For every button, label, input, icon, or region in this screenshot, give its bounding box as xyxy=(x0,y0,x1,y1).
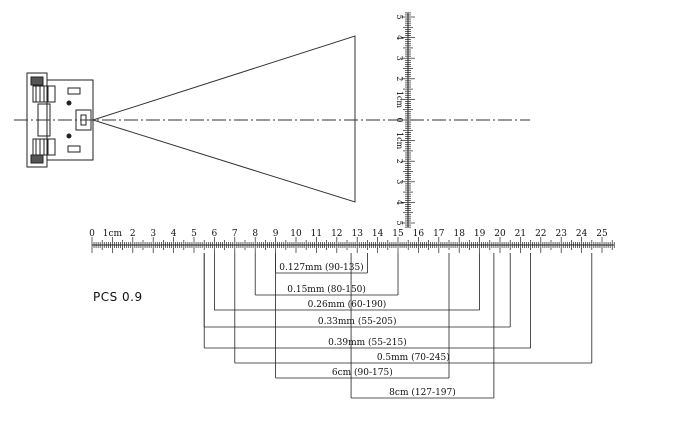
ruler-tick-label: 8 xyxy=(252,229,258,239)
range-label: 6cm (90-175) xyxy=(332,367,393,378)
vscale-label: 1cm xyxy=(395,91,404,109)
range-label: 0.39mm (55-215) xyxy=(328,337,407,348)
scan-beam-triangle xyxy=(91,35,356,203)
ruler-tick-label: 7 xyxy=(232,229,238,239)
ruler-tick-label: 20 xyxy=(494,229,506,239)
vscale-label: 3 xyxy=(395,56,404,61)
ruler-tick-label: 5 xyxy=(191,229,197,239)
vscale-label: 2 xyxy=(395,76,404,81)
vscale-label: 1cm xyxy=(395,132,404,150)
vscale-label: 5 xyxy=(395,220,404,225)
ruler-tick-label: 22 xyxy=(535,229,546,239)
range-label: 0.26mm (60-190) xyxy=(308,299,387,310)
vscale-label: 0 xyxy=(395,117,404,122)
pcs-label: PCS 0.9 xyxy=(93,290,143,304)
vscale-label: 2 xyxy=(395,159,404,164)
ruler-tick-label: 11 xyxy=(311,229,322,239)
range-lines: 0.127mm (90-135) 0.15mm (80-150) 0.26mm (6… xyxy=(203,253,593,399)
scanner-device-icon xyxy=(26,72,94,168)
ruler-tick-label: 21 xyxy=(515,229,526,239)
vertical-scale: 5 4 3 2 1cm 0 1cm 2 3 4 5 xyxy=(395,12,415,228)
range-label: 0.33mm (55-205) xyxy=(318,316,397,327)
ruler-tick-label: 4 xyxy=(171,229,177,239)
ruler-tick-label: 13 xyxy=(351,229,363,239)
ruler-tick-label: 17 xyxy=(433,229,445,239)
vscale-label: 3 xyxy=(395,179,404,184)
ruler-tick-label: 16 xyxy=(413,229,425,239)
range-label: 0.127mm (90-135) xyxy=(279,262,363,273)
ruler-tick-label: 19 xyxy=(474,229,486,239)
range-label: 8cm (127-197) xyxy=(389,387,456,398)
ruler-tick-label: 25 xyxy=(596,229,608,239)
ruler-tick-label: 2 xyxy=(130,229,136,239)
ruler-tick-label: 24 xyxy=(576,229,588,239)
vscale-label: 4 xyxy=(395,35,404,40)
ruler-tick-label: 0 xyxy=(89,229,95,239)
ruler-tick-label: 10 xyxy=(290,229,302,239)
range-label: 0.15mm (80-150) xyxy=(287,284,366,295)
ruler-tick-label: 15 xyxy=(392,229,404,239)
vscale-label: 5 xyxy=(395,14,404,19)
ruler-tick-label: 23 xyxy=(555,229,567,239)
range-label: 0.5mm (70-245) xyxy=(377,352,450,363)
ruler-tick-label: 9 xyxy=(273,229,279,239)
ruler-tick-label: 1cm xyxy=(103,229,123,239)
vscale-label: 4 xyxy=(395,200,404,205)
ruler-tick-label: 12 xyxy=(331,229,342,239)
ruler-tick-label: 14 xyxy=(372,229,384,239)
ruler-tick-label: 6 xyxy=(212,229,218,239)
ruler-tick-label: 3 xyxy=(150,229,156,239)
ruler-tick-label: 18 xyxy=(453,229,465,239)
